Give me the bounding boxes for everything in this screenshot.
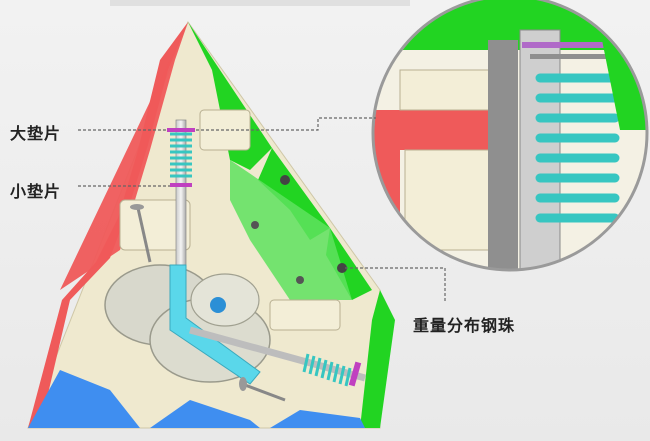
mechanism-block-upper (199, 109, 251, 151)
blue-face-middle (150, 400, 260, 428)
cropped-header-strip (110, 0, 410, 6)
inset-red-edge (373, 150, 400, 250)
blue-face-right (270, 410, 365, 428)
pyraminx-body (27, 20, 395, 429)
inset-border (371, 0, 649, 272)
green-internal-section (230, 160, 352, 300)
inset-spring (535, 73, 620, 223)
large-washer-label: 大垫片 (10, 124, 62, 143)
green-face-right-edge (360, 290, 395, 428)
inset-large-washer (522, 42, 627, 48)
leader-steel-balls (345, 267, 446, 302)
diagonal-washer (348, 361, 362, 387)
leader-lines (78, 117, 446, 302)
core-disc-center (190, 273, 260, 327)
inset-red-band (373, 110, 490, 150)
steel-ball (296, 276, 304, 284)
steel-ball (337, 263, 347, 273)
mechanism-block-right (269, 299, 341, 331)
core-hub (210, 297, 226, 313)
small-washer-label: 小垫片 (10, 182, 62, 201)
blue-channel (169, 264, 261, 385)
small-washer-marker (170, 183, 192, 187)
red-face (60, 22, 188, 290)
vertical-spring (170, 132, 192, 178)
inset-washer-seat (530, 54, 620, 59)
inset-shaft-housing (488, 40, 518, 270)
steel-ball (280, 175, 290, 185)
inset-shaft (519, 29, 561, 270)
diagonal-spring (302, 353, 352, 387)
magnified-inset (371, 0, 649, 272)
steel-ball (251, 221, 259, 229)
large-washer-marker (167, 128, 195, 132)
green-face-top (188, 22, 272, 170)
blue-face-left (28, 370, 140, 428)
inset-cream-block-top (399, 69, 491, 111)
screw-left (130, 204, 152, 263)
leader-to-inset (196, 117, 376, 131)
weight-balls-label: 重量分布钢珠 (413, 316, 516, 335)
green-face-lower (326, 228, 372, 300)
screw-bottom (239, 377, 286, 402)
